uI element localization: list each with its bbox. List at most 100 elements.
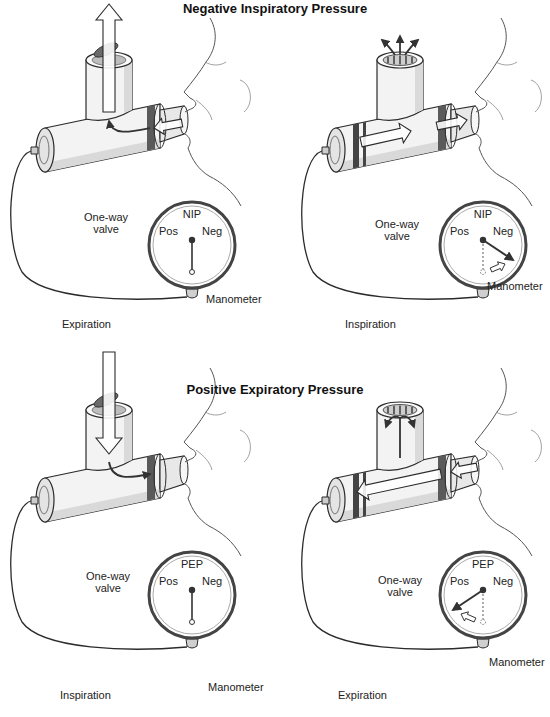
dial-scale-label: Pos [450,575,480,587]
tubing-nipple [31,147,38,154]
tube-end-cap [36,478,54,522]
airflow-arrow [436,114,467,130]
grated-cap [383,55,417,66]
dial-title: NIP [438,208,528,220]
needle [191,240,193,270]
dial-title: PEP [147,558,237,570]
needle-pivot [189,587,195,593]
needle-rest [482,240,483,270]
dial-title: NIP [147,208,237,220]
manometer-needle [480,237,513,275]
airflow-arrow [96,352,122,454]
grated-cap [383,405,417,416]
section-title: Positive Expiratory Pressure [0,382,550,397]
grate-slot [399,56,401,65]
grate-slot [405,406,407,414]
flow-arrow [382,40,395,55]
manometer-dial: PEP Pos Neg [438,550,528,640]
flow-arrow [400,417,414,427]
needle-pivot [189,237,195,243]
tube-shading [45,139,160,172]
phase-caption: Inspiration [345,318,425,330]
manometer-port [186,639,198,648]
grate-slot [411,407,413,413]
tubing-nipple [322,147,329,154]
valve-housing-shading [124,410,132,463]
part-label: Manometer [487,280,550,292]
face-detail [196,62,250,120]
device-illustration [11,4,251,299]
manometer-dial: NIPPosNeg [438,200,528,290]
mouthpiece-end [471,106,479,134]
tube-rim [445,454,457,498]
grate-slot [405,56,407,64]
needle [483,240,513,260]
dial-scale-label: Neg [202,575,232,587]
needle-rest-tip [481,270,486,275]
needle-tip [190,620,195,625]
dial-title: PEP [438,558,528,570]
tube-shading [45,489,160,522]
dial-scale-label: Neg [202,225,232,237]
manometer-needle [453,587,486,625]
face-detail [487,412,541,470]
part-label: Manometer [489,656,550,668]
deflection-arrow [461,612,476,622]
flow-arrow [405,40,418,55]
dial-scale-label: Pos [159,225,189,237]
valve-band [353,473,359,518]
valve-band [353,123,359,168]
face-detail [196,412,250,470]
needle-rest-tip [481,620,486,625]
needle-rest [482,590,483,620]
grate-slot [387,407,389,413]
tube-rim [154,454,166,498]
airflow-arrow [360,123,411,146]
part-label: Manometer [206,293,276,305]
manometer-needle [189,587,195,625]
part-label: One-way valve [372,574,428,598]
flow-arrow [399,36,401,54]
flow-arrow [109,462,150,477]
valve-housing-shading [415,410,423,463]
flow-arrow [109,121,150,132]
needle-tip [190,270,195,275]
tube-end-cap-inner [39,486,49,514]
part-label: Manometer [208,681,278,693]
tube-end-cap [327,478,345,522]
needle-pivot [480,587,486,593]
valve-housing-top [377,52,423,68]
face-detail [487,62,541,120]
device-illustration [302,18,542,299]
manometer-port [477,639,489,648]
phase-caption: Expiration [338,689,418,701]
face-profile [475,368,532,556]
needle-pivot [480,237,486,243]
phase-caption: Expiration [62,318,142,330]
grate-slot [387,57,389,63]
needle [453,590,483,610]
dial-scale-label: Neg [493,575,523,587]
tubing-nipple [322,497,329,504]
manometer-dial: NIP Pos Neg [147,200,237,290]
airflow-arrow [357,469,442,500]
valve-housing [377,410,423,470]
dial-scale-label: Pos [159,575,189,587]
airflow-arrow [451,462,478,478]
valve-housing-top [377,402,423,418]
grate-slot [411,57,413,63]
tube-end-cap-inner [39,136,49,164]
manometer-dial: PEP Pos Neg [147,550,237,640]
section-title: Negative Inspiratory Pressure [0,1,550,16]
tubing-nipple [31,497,38,504]
face-profile [475,18,532,206]
flow-arrow [386,417,400,458]
tube-end-cap-inner [330,486,340,514]
tube-end-cap-inner [330,136,340,164]
phase-caption: Inspiration [60,689,140,701]
dial-scale-label: Pos [450,225,480,237]
tube-end-cap [36,128,54,172]
